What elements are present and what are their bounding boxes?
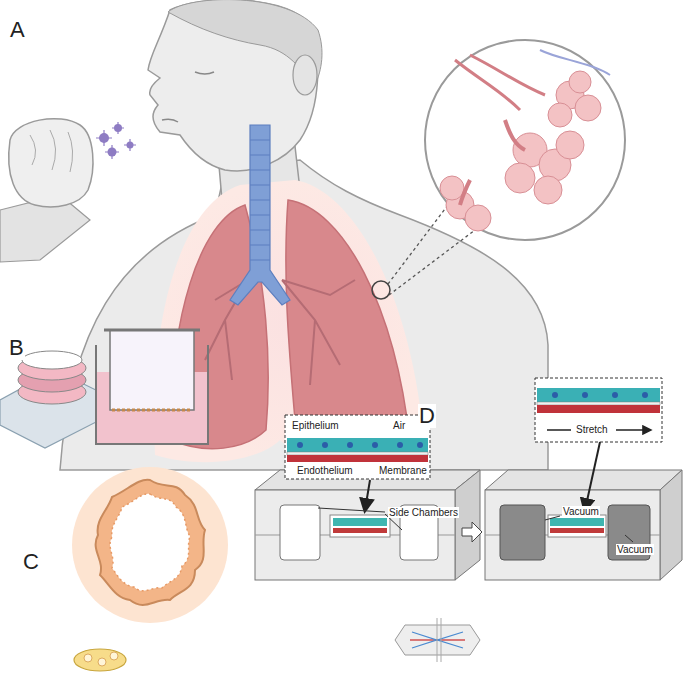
stretched-layers [537, 388, 660, 413]
layer-label: Epithelium [291, 420, 340, 431]
panel-letter: A [10, 18, 25, 42]
eye [195, 72, 214, 74]
motion-label: Stretch [575, 424, 609, 435]
mouth [162, 119, 178, 122]
microfluidic-chip [395, 618, 480, 662]
alveoli [440, 50, 610, 231]
inset-arrow [365, 480, 370, 510]
zoom-circle [425, 40, 625, 240]
virus-spikes [96, 122, 136, 159]
part-label: Side Chambers [388, 507, 459, 518]
organoid-lumen [110, 494, 190, 591]
inset-frame [535, 378, 662, 442]
trachea-rings [250, 140, 270, 260]
part-label: Vacuum [562, 506, 600, 517]
inset-frame [285, 415, 430, 479]
panel-letter: D [418, 404, 436, 428]
fingers [30, 130, 73, 172]
culture-dish [74, 649, 126, 671]
tissue-layers [287, 438, 428, 462]
dish-organoids [84, 652, 118, 666]
inset-arrow [585, 442, 600, 510]
layer-label: Endothelium [296, 465, 354, 476]
chip-device-relaxed [255, 470, 480, 580]
layer-label: Membrane [378, 465, 428, 476]
part-label: Vacuum [616, 544, 654, 555]
transition-arrow [462, 522, 482, 542]
organoid-field [72, 467, 228, 623]
leader-line [545, 516, 633, 542]
chip-device-stretched [485, 470, 682, 580]
panel-letter: B [8, 336, 25, 360]
fist [9, 119, 93, 207]
organoid [96, 480, 205, 605]
trachea [230, 125, 290, 305]
ear [293, 55, 317, 95]
transwell [96, 330, 208, 444]
panel-letter: C [22, 550, 40, 574]
layer-label: Air [392, 420, 406, 431]
torso [60, 160, 548, 470]
zoom-marker [372, 281, 390, 299]
right-lung [286, 200, 410, 451]
well-plate [18, 351, 86, 404]
